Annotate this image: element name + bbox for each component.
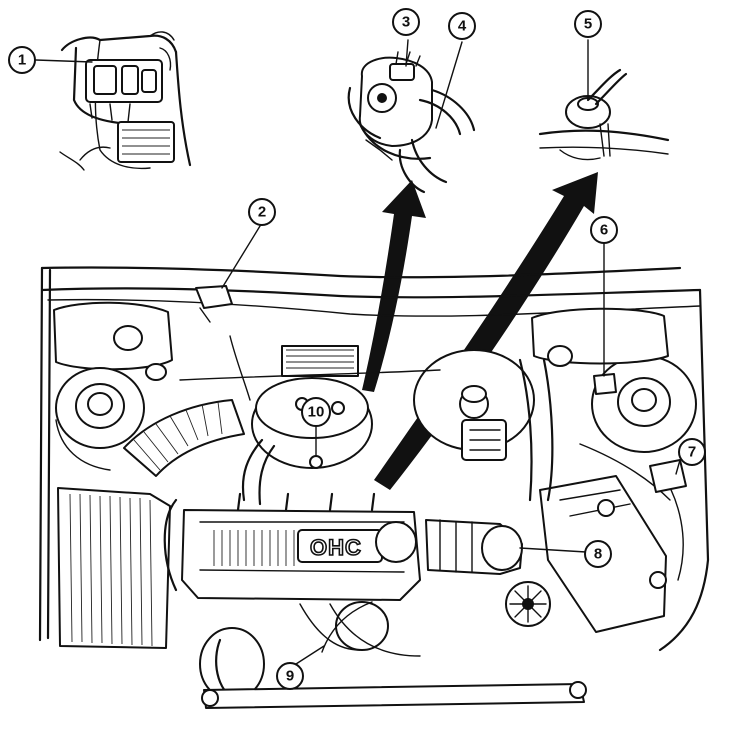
callout-5-label: 5 [584, 16, 592, 33]
callout-4: 4 [448, 12, 476, 40]
callout-1: 1 [8, 46, 36, 74]
callout-6: 6 [590, 216, 618, 244]
callout-10-label: 10 [308, 404, 325, 421]
callout-7-label: 7 [688, 444, 696, 461]
inset-control-unit [59, 31, 192, 171]
callout-8-label: 8 [594, 546, 602, 563]
inset-throttle-body [347, 51, 476, 194]
callout-1-label: 1 [18, 52, 26, 69]
inset-vacuum-unit [538, 68, 670, 161]
callout-6-label: 6 [600, 222, 608, 239]
callout-2: 2 [248, 198, 276, 226]
callout-5: 5 [574, 10, 602, 38]
callout-3-label: 3 [402, 14, 410, 31]
leader-lines [35, 39, 681, 665]
engine-bay: OHC [38, 266, 710, 709]
callout-2-label: 2 [258, 204, 266, 221]
callout-9-label: 9 [286, 668, 294, 685]
callout-8: 8 [584, 540, 612, 568]
ohc-cam-cover-label: OHC [310, 535, 362, 560]
callout-9: 9 [276, 662, 304, 690]
callout-3: 3 [392, 8, 420, 36]
callout-4-label: 4 [458, 18, 467, 35]
callout-10: 10 [301, 397, 331, 427]
callout-7: 7 [678, 438, 706, 466]
